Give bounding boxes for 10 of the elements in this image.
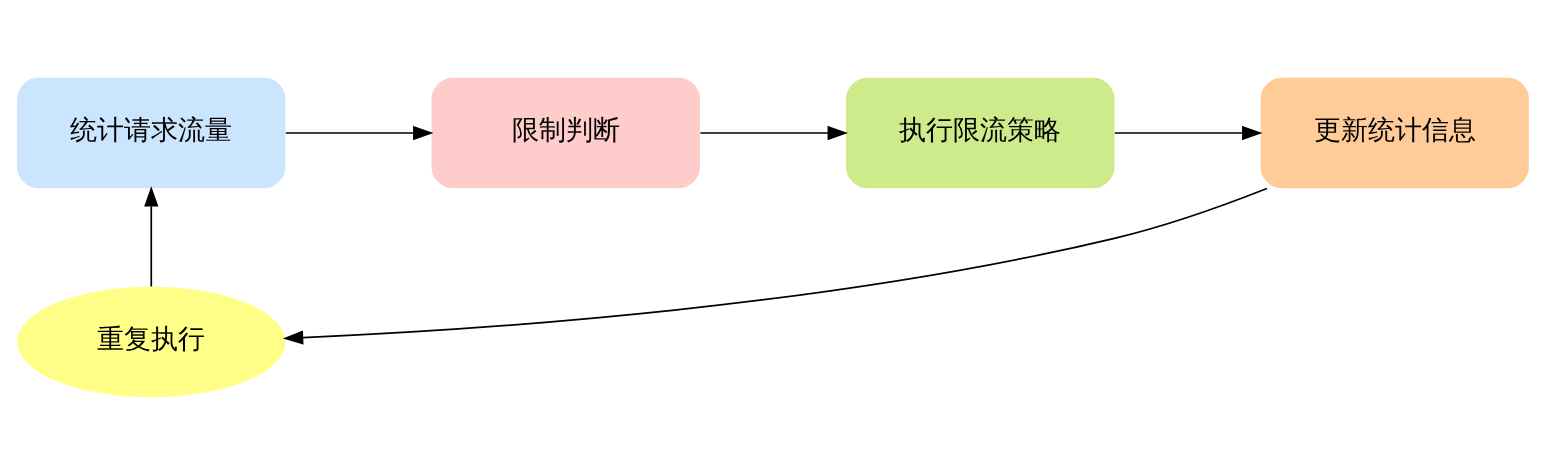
node-box: 执行限流策略 <box>846 77 1115 188</box>
arrow <box>282 187 1268 345</box>
arrow <box>1114 125 1263 140</box>
node-box: 更新统计信息 <box>1260 77 1529 188</box>
arrow <box>699 125 848 140</box>
node-ellipse: 重复执行 <box>17 286 286 397</box>
node-box: 限制判断 <box>431 77 700 188</box>
node-box: 统计请求流量 <box>17 77 286 188</box>
arrow <box>144 185 159 287</box>
arrow <box>285 125 434 140</box>
